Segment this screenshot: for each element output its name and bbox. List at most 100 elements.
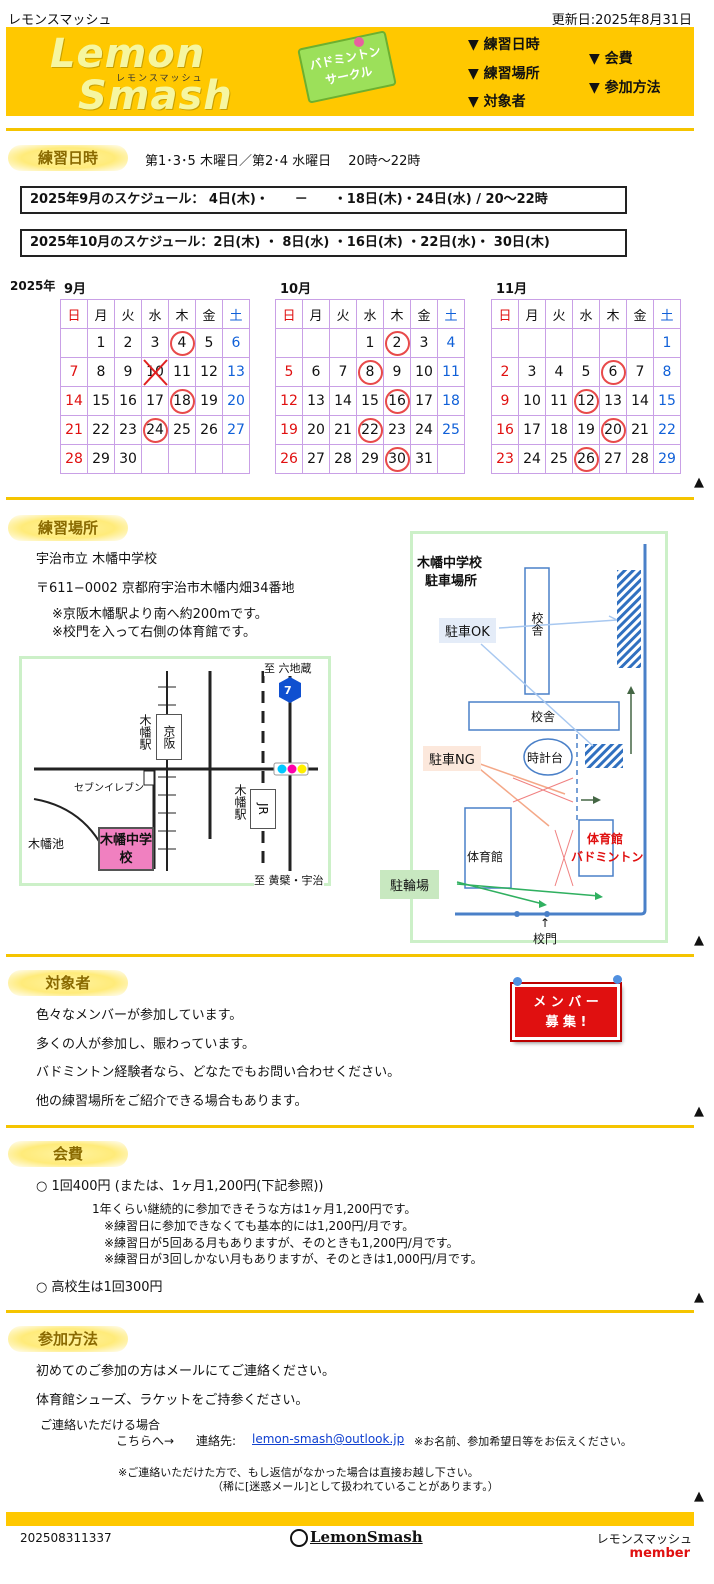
contact-label: 連絡先: [196, 1434, 237, 1448]
calendar-day: 8 [87, 357, 115, 387]
weekday-header: 水 [356, 299, 384, 329]
nav-place[interactable]: ▼ 練習場所 [468, 66, 540, 82]
back-to-top-icon[interactable]: ▲ [694, 1489, 704, 1504]
calendar-day: 4 [545, 357, 573, 387]
pond-label: 木幡池 [28, 837, 65, 851]
calendar-day: 20 [599, 415, 627, 445]
parking-title-1: 木幡中学校 [417, 556, 483, 571]
join-note-2: （稀に[迷惑メール]として扱われていることがあります。） [212, 1480, 499, 1493]
calendar-day: 16 [114, 386, 142, 416]
practice-day-circle-icon [358, 360, 383, 385]
day-number: 22 [92, 422, 110, 438]
day-number: 10 [415, 364, 433, 380]
practice-day-circle-icon [385, 331, 410, 356]
weekday-header: 木 [168, 299, 196, 329]
fee-line-1: ○ 1回400円 (または、1ヶ月1,200円(下記参照)) [36, 1179, 324, 1194]
back-to-top-icon[interactable]: ▲ [694, 933, 704, 948]
calendar-day: 10 [141, 357, 169, 387]
calendar-day: 19 [195, 386, 223, 416]
nav-target[interactable]: ▼ 対象者 [468, 94, 526, 110]
member-link[interactable]: member [629, 1546, 690, 1561]
calendar-day: 18 [437, 386, 465, 416]
nav-join[interactable]: ▼ 参加方法 [589, 80, 661, 96]
parking-area-ng [585, 744, 623, 768]
calendar-day: 29 [87, 444, 115, 474]
seven-eleven: セブンイレブン [74, 783, 144, 794]
day-number: 6 [311, 364, 321, 380]
calendar-day: 9 [491, 386, 519, 416]
calendar-day: 28 [329, 444, 357, 474]
calendar-day: 20 [222, 386, 250, 416]
logo[interactable]: Lemon レモンスマッシュ Smash [46, 29, 256, 119]
day-number: 29 [92, 451, 110, 467]
back-to-top-icon[interactable]: ▲ [694, 1104, 704, 1119]
day-number: 9 [500, 393, 510, 409]
calendar-day: 7 [626, 357, 654, 387]
day-number: 21 [65, 422, 83, 438]
day-number: 12 [200, 364, 218, 380]
calendar-day: 23 [383, 415, 411, 445]
calendar-day: 15 [653, 386, 681, 416]
day-number: 31 [415, 451, 433, 467]
calendar-empty-cell [195, 444, 223, 474]
practice-day-circle-icon [358, 418, 383, 443]
bicycle-parking-label: 駐輪場 [380, 870, 440, 899]
weekday-header: 木 [383, 299, 411, 329]
school-gate: ↑校門 [533, 916, 558, 946]
section-label-fee: 会費 [8, 1141, 128, 1167]
recruit-badge[interactable]: メ ン バ ー 募 集 ! [510, 982, 622, 1042]
footer-bar [6, 1512, 694, 1526]
recruit-line-1: メ ン バ ー [533, 995, 599, 1010]
weekday-header: 土 [437, 299, 465, 329]
back-to-top-icon[interactable]: ▲ [694, 1290, 704, 1305]
day-number: 28 [65, 451, 83, 467]
calendar-month-nov: 11月 [496, 282, 528, 297]
day-number: 29 [658, 451, 676, 467]
calendar-day: 27 [302, 444, 330, 474]
day-number: 7 [635, 364, 645, 380]
map-to-north: 至 六地蔵 [264, 660, 312, 676]
school-name: 宇治市立 木幡中学校 [36, 552, 158, 567]
calendar-day: 12 [195, 357, 223, 387]
section-label-join: 参加方法 [8, 1326, 128, 1352]
building-2: 校舎 [531, 710, 556, 724]
weekday-header: 水 [572, 299, 600, 329]
contact-email-link[interactable]: lemon-smash@outlook.jp [252, 1432, 405, 1446]
parking-diagram [455, 544, 647, 917]
back-to-top-icon[interactable]: ▲ [694, 475, 704, 490]
school-marker[interactable]: 木幡中学校 [98, 827, 154, 871]
weekday-header: 火 [329, 299, 357, 329]
day-number: 17 [523, 422, 541, 438]
calendar-day: 22 [87, 415, 115, 445]
day-number: 1 [96, 335, 106, 351]
day-number: 17 [415, 393, 433, 409]
day-number: 16 [119, 393, 137, 409]
day-number: 26 [280, 451, 298, 467]
calendar-empty-cell [599, 328, 627, 358]
calendar-day: 26 [195, 415, 223, 445]
calendar-empty-cell [518, 328, 546, 358]
nav-fee[interactable]: ▼ 会費 [589, 51, 633, 67]
parking-ng-label: 駐車NG [423, 746, 481, 771]
day-number: 16 [388, 393, 406, 409]
day-number: 27 [604, 451, 622, 467]
day-number: 21 [631, 422, 649, 438]
gym-badminton-label-2: バドミントン [571, 850, 644, 864]
calendar-day: 15 [356, 386, 384, 416]
calendar-day: 25 [545, 444, 573, 474]
target-line-1: 色々なメンバーが参加しています。 [36, 1008, 243, 1023]
day-number: 19 [200, 393, 218, 409]
calendar-day: 17 [518, 415, 546, 445]
nav-schedule[interactable]: ▼ 練習日時 [468, 37, 540, 53]
weekday-header: 日 [60, 299, 88, 329]
calendar-empty-cell [572, 328, 600, 358]
calendar-empty-cell [222, 444, 250, 474]
day-number: 5 [204, 335, 214, 351]
calendar-day: 16 [491, 415, 519, 445]
calendar-day: 18 [545, 415, 573, 445]
calendar-day: 10 [410, 357, 438, 387]
day-number: 8 [96, 364, 106, 380]
practice-day-circle-icon [385, 389, 410, 414]
